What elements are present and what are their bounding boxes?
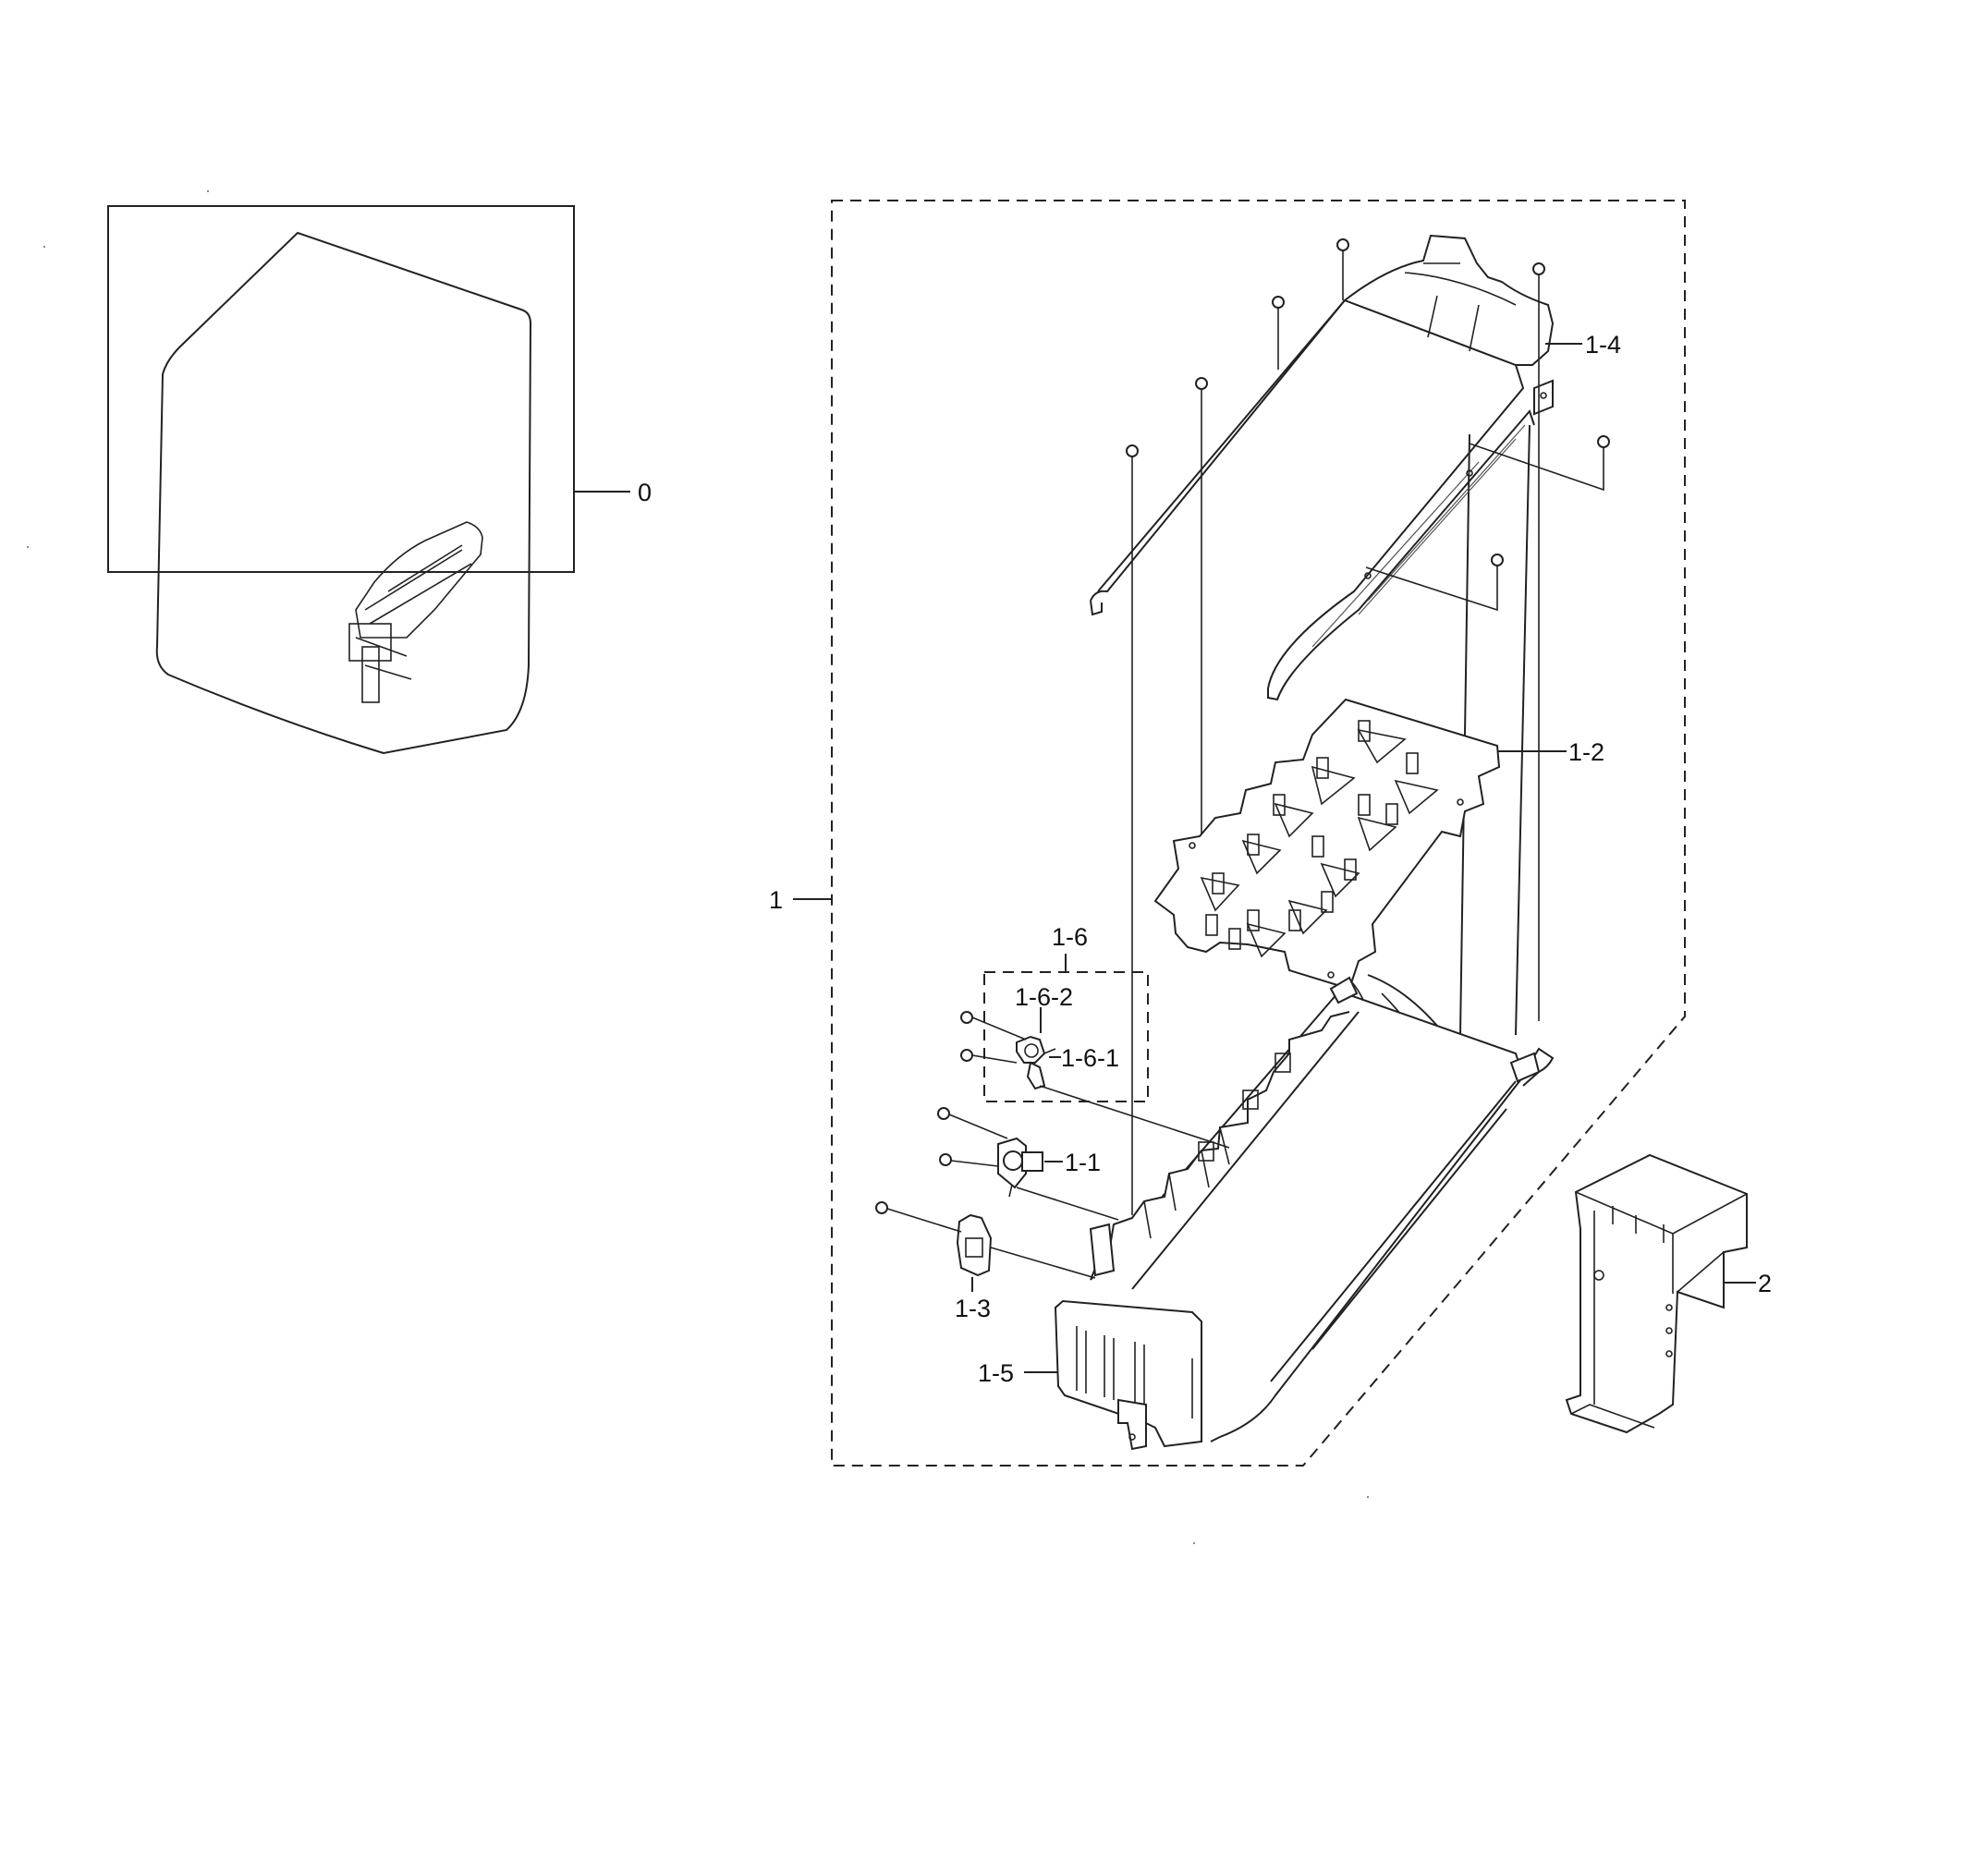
cover-screws [1126, 238, 1610, 1215]
label-1-6: 1-6 [1052, 923, 1088, 951]
screw-icon [1336, 238, 1349, 300]
screw-icon [960, 1049, 1018, 1064]
scan-specks [27, 190, 1369, 1544]
thermostat-1-1: 1-1 [937, 1107, 1119, 1221]
screw-icon [1469, 435, 1610, 492]
screw-icon [960, 1011, 1027, 1041]
thermal-fuse-1-3: 1-3 [875, 1201, 1096, 1322]
overview-frame [107, 205, 575, 573]
label-1-6-1: 1-6-1 [1061, 1044, 1119, 1072]
label-2: 2 [1758, 1270, 1772, 1297]
assembly-1-boundary: 1 [769, 200, 1686, 1467]
label-1-3: 1-3 [955, 1295, 991, 1322]
assembly-leader-1-6 [1039, 1085, 1230, 1149]
label-1-6-2: 1-6-2 [1015, 983, 1073, 1011]
label-1-1: 1-1 [1065, 1149, 1101, 1176]
thermostat-assembly-1-6: 1-6 1-6-2 1-6-1 [960, 923, 1230, 1149]
bracket-2: 2 [1565, 1153, 1772, 1434]
screw-icon [937, 1107, 1008, 1139]
heater-plate-1-2: 1-2 [1153, 698, 1604, 991]
screw-icon [1532, 262, 1545, 1021]
dryer-cabinet-outline [155, 231, 532, 755]
screw-icon [1126, 444, 1139, 1215]
screw-icon [1272, 296, 1285, 370]
screw-icon [1365, 554, 1504, 612]
label-1-2: 1-2 [1568, 738, 1604, 766]
overview-heater-assembly [348, 521, 483, 703]
screw-icon [875, 1201, 962, 1233]
label-0: 0 [638, 479, 652, 506]
label-1-4: 1-4 [1585, 331, 1621, 359]
screw-icon [939, 1153, 999, 1167]
screw-icon [1195, 377, 1208, 878]
heater-housing-1-5: 1-5 [978, 976, 1541, 1451]
overview-panel: 0 [107, 205, 652, 755]
label-1: 1 [769, 886, 783, 914]
label-1-5: 1-5 [978, 1359, 1014, 1387]
thermostat-bracket [1016, 1035, 1056, 1090]
